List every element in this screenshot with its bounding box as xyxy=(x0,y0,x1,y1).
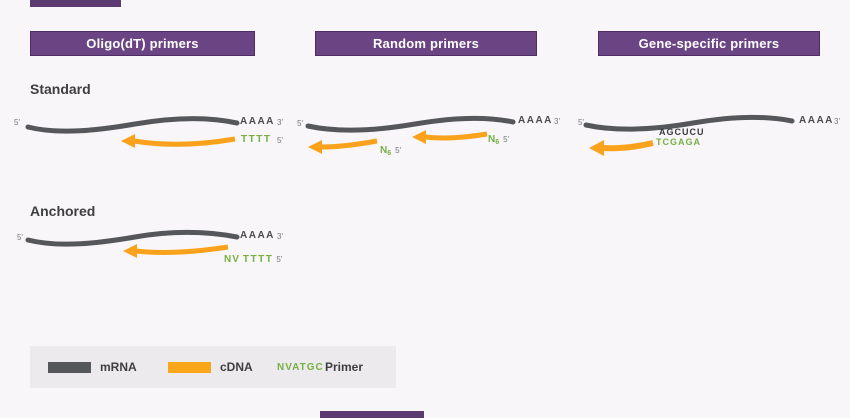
mrna-strand xyxy=(583,114,795,132)
primer-5-prime-label: 5' xyxy=(277,136,283,145)
top-accent-bar xyxy=(30,0,121,7)
header-random-primers: Random primers xyxy=(315,31,537,56)
oligo-dt-standard-figure xyxy=(25,116,240,148)
mrna-swatch xyxy=(48,362,91,373)
random-primer-left-base: N xyxy=(380,145,388,156)
legend-cdna-label: cDNA xyxy=(220,360,253,374)
mrna-3-prime-label: 3' xyxy=(277,118,283,127)
oligo-dt-primer-sequence: TTTT xyxy=(241,134,272,145)
anchor-bases: NV xyxy=(224,254,240,265)
primer-5-prime-label: 5' xyxy=(503,135,510,144)
mrna-strand xyxy=(25,230,240,247)
cdna-arrowhead-icon xyxy=(121,134,135,148)
legend: mRNA cDNA NVATGC Primer xyxy=(30,346,396,388)
mrna-5-prime-label: 5' xyxy=(297,119,303,128)
legend-primer-label: Primer xyxy=(325,360,364,374)
section-label-standard: Standard xyxy=(30,81,91,97)
gene-specific-figure xyxy=(583,114,795,156)
primer-5-prime-label: 5' xyxy=(276,255,283,264)
mrna-polya-tail: AAAA xyxy=(518,115,553,126)
gene-specific-diagram: 5' AAAA 3' AGCUCU TCGAGA xyxy=(578,108,850,163)
cdna-arrowhead-icon xyxy=(589,140,604,156)
random-primers-figure xyxy=(305,115,516,154)
legend-mrna-label: mRNA xyxy=(100,360,137,374)
mrna-strand xyxy=(25,116,240,134)
cdna-arrow xyxy=(602,140,654,152)
header-gene-specific-primers: Gene-specific primers xyxy=(598,31,820,56)
random-primer-left-subscript: 6 xyxy=(387,150,392,157)
cdna-arrow-right xyxy=(424,131,488,141)
bottom-accent-bar xyxy=(320,411,424,418)
cdna-arrowhead-left-icon xyxy=(308,140,322,154)
legend-primer-sequence: NVATGC xyxy=(277,362,324,373)
cdna-arrowhead-right-icon xyxy=(412,130,426,144)
gene-specific-primer-sequence: TCGAGA xyxy=(656,137,701,147)
cdna-arrow xyxy=(135,244,229,255)
cdna-arrow xyxy=(133,136,236,147)
mrna-3-prime-label: 3' xyxy=(554,117,560,126)
mrna-polya-tail: AAAA xyxy=(799,115,834,126)
mrna-5-prime-label: 5' xyxy=(578,118,584,127)
cdna-swatch xyxy=(168,362,211,373)
mrna-polya-tail: AAAA xyxy=(240,116,275,127)
mrna-target-sequence: AGCUCU xyxy=(659,127,705,137)
anchored-oligo-dt-figure xyxy=(25,230,240,258)
mrna-strand xyxy=(305,115,516,133)
cdna-arrow-left xyxy=(320,138,378,150)
mrna-3-prime-label: 3' xyxy=(834,117,840,126)
mrna-polya-tail: AAAA xyxy=(240,230,275,241)
mrna-5-prime-label: 5' xyxy=(14,118,20,127)
primer-5-prime-label: 5' xyxy=(395,146,402,155)
section-label-anchored: Anchored xyxy=(30,203,96,219)
oligo-dt-standard-diagram: 5' AAAA 3' TTTT 5' xyxy=(10,108,300,163)
mrna-5-prime-label: 5' xyxy=(17,233,23,242)
random-primer-right-base: N xyxy=(488,134,496,145)
random-primer-right-subscript: 6 xyxy=(495,139,500,146)
cdna-arrowhead-icon xyxy=(123,244,137,258)
anchored-primer-sequence: TTTT xyxy=(242,254,274,265)
mrna-3-prime-label: 3' xyxy=(277,232,283,241)
header-oligo-dt-primers: Oligo(dT) primers xyxy=(30,31,255,56)
